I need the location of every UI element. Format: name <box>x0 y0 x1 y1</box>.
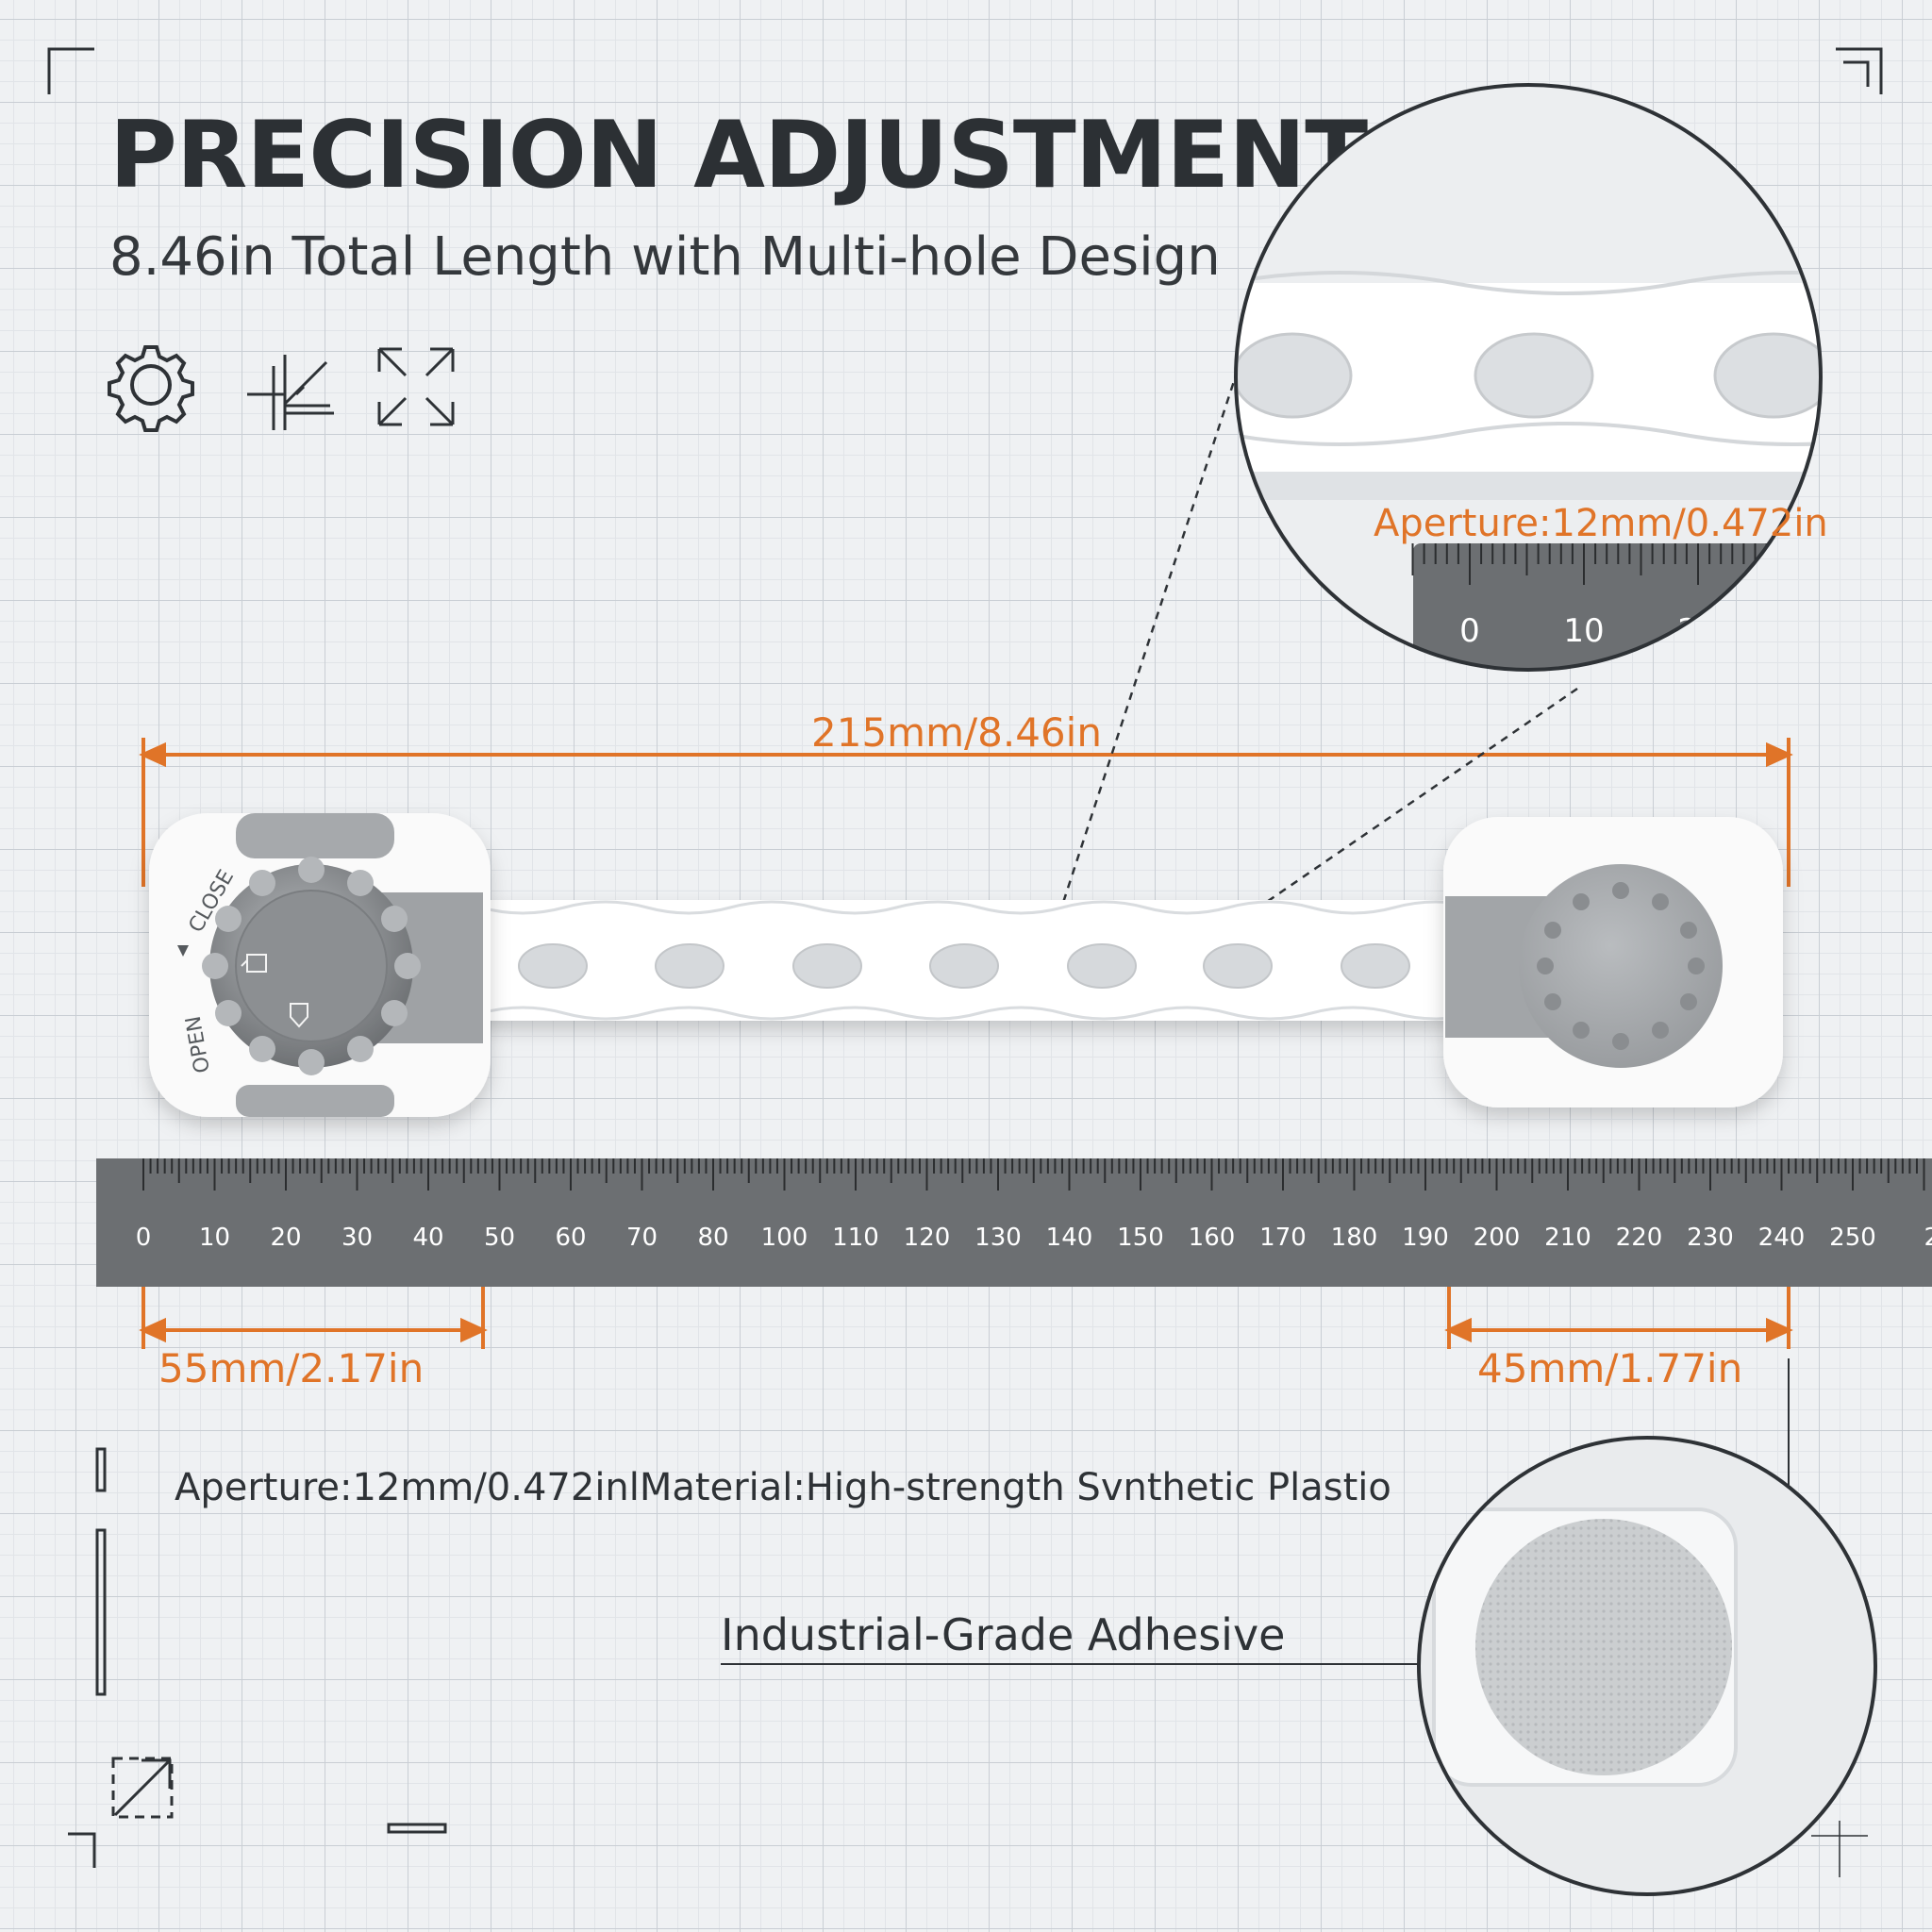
ruler-label: 70 <box>626 1224 658 1252</box>
corner-bracket-top-right <box>1836 47 1883 94</box>
crosshair-mark <box>1811 1821 1868 1877</box>
strap-holes <box>518 943 1410 989</box>
ruler-label: 230 <box>1687 1224 1734 1252</box>
expand-icon <box>377 347 455 426</box>
left-lock-module <box>149 813 491 1117</box>
feature-icons <box>108 345 455 432</box>
zoom-ruler-label: 10 <box>1563 612 1604 650</box>
bottom-mark <box>387 1823 447 1834</box>
ruler-label: 210 <box>1544 1224 1591 1252</box>
ruler-label: 0 <box>136 1224 152 1252</box>
ruler-label: 170 <box>1259 1224 1307 1252</box>
dimension-right-label: 45mm/1.77in <box>1477 1345 1743 1391</box>
gear-icon <box>108 345 194 432</box>
ruler-body <box>96 1158 1932 1287</box>
ruler-label: 160 <box>1189 1224 1236 1252</box>
ruler-label: 100 <box>761 1224 808 1252</box>
corner-bracket-bottom-left <box>68 1832 96 1868</box>
ruler-label: 110 <box>832 1224 879 1252</box>
ruler-label: 10 <box>199 1224 230 1252</box>
ruler-label: 200 <box>1474 1224 1521 1252</box>
adhesive-pad <box>1475 1519 1732 1775</box>
ruler-label: 24 <box>1924 1224 1932 1252</box>
dimension-total-label: 215mm/8.46in <box>811 709 1102 756</box>
zoom-hole-right <box>1713 332 1821 419</box>
ruler-label: 50 <box>484 1224 515 1252</box>
page-subtitle: 8.46in Total Length with Multi-hole Desi… <box>109 226 1221 288</box>
ruler-label: 20 <box>270 1224 301 1252</box>
ruler-label: 180 <box>1331 1224 1378 1252</box>
ruler-label: 60 <box>555 1224 586 1252</box>
corner-bracket-top-left <box>47 47 94 94</box>
ruler-label: 250 <box>1829 1224 1876 1252</box>
side-mark-1 <box>95 1447 107 1492</box>
spec-line: Aperture:12mm/0.472inlMaterial:High-stre… <box>175 1466 1391 1509</box>
adhesive-label: Industrial-Grade Adhesive <box>721 1609 1286 1660</box>
side-mark-2 <box>95 1528 107 1696</box>
ruler-label: 130 <box>974 1224 1022 1252</box>
ruler-label: 120 <box>904 1224 951 1252</box>
ruler-label: 80 <box>697 1224 728 1252</box>
ruler-label: 40 <box>412 1224 443 1252</box>
dimension-left-label: 55mm/2.17in <box>158 1345 425 1391</box>
alignment-icon <box>247 355 334 430</box>
right-catch-module <box>1443 817 1783 1108</box>
ruler-label: 240 <box>1758 1224 1806 1252</box>
dial-arrow-icon <box>177 945 189 957</box>
zoom-hole-center <box>1474 332 1594 419</box>
zoom-hole-left <box>1236 332 1353 419</box>
ruler-label: 190 <box>1402 1224 1449 1252</box>
page-title: PRECISION ADJUSTMENT <box>109 102 1368 209</box>
diagonal-arrow-icon <box>111 1757 174 1819</box>
ruler-label: 220 <box>1616 1224 1663 1252</box>
ruler-label: 150 <box>1117 1224 1164 1252</box>
ruler-label: 140 <box>1046 1224 1093 1252</box>
aperture-zoom-label: Aperture:12mm/0.472in <box>1374 502 1828 545</box>
ruler-label: 30 <box>341 1224 373 1252</box>
zoom-ruler-label: 0 <box>1459 612 1480 650</box>
